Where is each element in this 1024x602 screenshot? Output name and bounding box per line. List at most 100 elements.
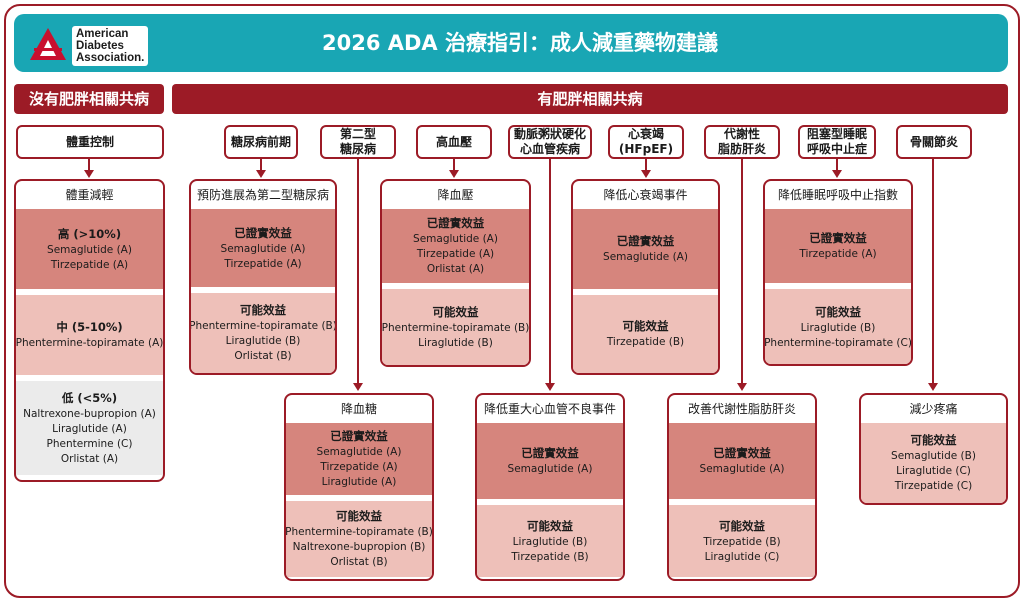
drug-item: Liraglutide (B) — [418, 336, 493, 349]
drug-item: Tirzepatide (A) — [416, 248, 495, 260]
section-heading: 可能效益 — [527, 518, 573, 533]
arrow-masld — [737, 159, 747, 391]
drug-item: Semaglutide (A) — [413, 233, 498, 245]
category-osteoarthritis: 骨關節炎 — [896, 125, 972, 159]
section-heading: 可能效益 — [815, 304, 861, 319]
section-heading: 可能效益 — [336, 509, 382, 523]
card-title: 降血壓 — [437, 188, 474, 202]
drug-item: Liraglutide (B) — [800, 321, 876, 334]
section-possible: 可能效益 Tirzepatide (B) Liraglutide (C) — [669, 505, 815, 577]
section-possible: 可能效益 Semaglutide (B) Liraglutide (C) Tir… — [861, 423, 1006, 503]
logo-line-1: American — [76, 28, 129, 40]
drug-item: Semaglutide (A) — [220, 242, 306, 255]
arrow-t2d — [353, 159, 363, 391]
category-masld: 代謝性 脂肪肝炎 — [704, 125, 780, 159]
ada-triangle-icon — [30, 28, 66, 60]
drug-item: Liraglutide (A) — [52, 422, 127, 435]
drug-item: Tirzepatide (B) — [511, 550, 589, 563]
section-proven: 已證實效益 Semaglutide (A) Tirzepatide (A) Li… — [286, 423, 432, 495]
outer-frame — [4, 4, 1020, 598]
card-title: 減少疼痛 — [909, 402, 958, 416]
card-title: 預防進展為第二型糖尿病 — [196, 188, 329, 202]
section-possible: 可能效益 Phentermine-topiramate (B) Liraglut… — [191, 293, 335, 373]
drug-item: Tirzepatide (A) — [224, 257, 302, 270]
category-osa: 阻塞型睡眠 呼吸中止症 — [798, 125, 876, 159]
section-possible: 可能效益 Liraglutide (B) Tirzepatide (B) — [477, 505, 623, 577]
card-title: 降血糖 — [340, 402, 377, 416]
section-heading: 已證實效益 — [521, 446, 579, 460]
section-heading: 可能效益 — [910, 433, 957, 447]
drug-item: Liraglutide (C) — [704, 550, 780, 563]
section-possible: 可能效益 Phentermine-topiramate (B) Liraglut… — [382, 289, 529, 365]
section-heading: 可能效益 — [240, 303, 286, 317]
card-pain: 減少疼痛 可能效益 Semaglutide (B) Liraglutide (C… — [859, 393, 1008, 505]
drug-item: Orlistat (B) — [234, 350, 292, 362]
category-hypertension: 高血壓 — [416, 125, 492, 159]
section-heading: 高 (>10%) — [57, 226, 122, 241]
drug-item: Tirzepatide (B) — [703, 535, 781, 548]
drug-item: Tirzepatide (A) — [320, 461, 398, 473]
drug-item: Phentermine-topiramate (A) — [15, 337, 164, 349]
card-weight-loss: 體重減輕 高 (>10%) Semaglutide (A) Tirzepatid… — [14, 179, 165, 482]
card-title: 降低心衰竭事件 — [603, 188, 688, 202]
category-ascvd: 動脈粥狀硬化 心血管疾病 — [508, 125, 592, 159]
no-comorbidity-bar: 沒有肥胖相關共病 — [14, 84, 164, 114]
section-possible: 可能效益 Liraglutide (B) Phentermine-topiram… — [765, 289, 911, 364]
section-proven: 已證實效益 Semaglutide (A) — [477, 423, 623, 499]
drug-item: Semaglutide (B) — [891, 450, 976, 462]
page-title: 2026 ADA 治療指引：成人減重藥物建議 — [321, 31, 718, 55]
card-prediabetes: 預防進展為第二型糖尿病 已證實效益 Semaglutide (A) Tirzep… — [189, 179, 337, 375]
section-possible: 可能效益 Phentermine-topiramate (B) Naltrexo… — [286, 501, 432, 577]
card-mace: 降低重大心血管不良事件 已證實效益 Semaglutide (A) 可能效益 L… — [475, 393, 625, 581]
drug-item: Liraglutide (C) — [896, 465, 971, 477]
section-high: 高 (>10%) Semaglutide (A) Tirzepatide (A) — [16, 209, 163, 289]
drug-item: Liraglutide (B) — [225, 335, 301, 347]
drug-item: Phentermine (C) — [46, 437, 133, 450]
section-proven: 已證實效益 Semaglutide (A) — [669, 423, 815, 499]
drug-item: Liraglutide (B) — [512, 535, 588, 548]
arrow-oa — [928, 159, 938, 391]
section-heading: 已證實效益 — [809, 231, 867, 245]
title-banner — [14, 14, 1008, 72]
card-hypertension: 降血壓 已證實效益 Semaglutide (A) Tirzepatide (A… — [380, 179, 531, 367]
category-t2d: 第二型 糖尿病 — [320, 125, 396, 159]
drug-item: Liraglutide (A) — [321, 476, 397, 488]
section-medium: 中 (5-10%) Phentermine-topiramate (A) — [16, 295, 163, 375]
logo-line-2: Diabetes — [76, 40, 124, 52]
ada-logo-overlay: American Diabetes Association. — [28, 22, 168, 66]
arrow-hf — [641, 159, 651, 178]
arrow-weight — [84, 159, 94, 178]
drug-item: Tirzepatide (B) — [606, 336, 685, 348]
drug-item: Naltrexone-bupropion (B) — [292, 541, 426, 553]
arrow-htn — [449, 159, 459, 178]
drug-item: Orlistat (B) — [330, 556, 388, 568]
section-heading: 可能效益 — [719, 518, 765, 533]
category-weight: 體重控制 — [16, 125, 164, 159]
card-masld: 改善代謝性脂肪肝炎 已證實效益 Semaglutide (A) 可能效益 Tir… — [667, 393, 817, 581]
drug-item: Orlistat (A) — [426, 263, 485, 275]
category-heart-failure: 心衰竭 (HFpEF) — [608, 125, 684, 159]
drug-item: Orlistat (A) — [60, 452, 119, 465]
category-prediabetes: 糖尿病前期 — [224, 125, 298, 159]
section-possible: 可能效益 Tirzepatide (B) — [573, 295, 718, 373]
drug-item: Phentermine-topiramate (B) — [189, 320, 337, 332]
drug-item: Naltrexone-bupropion (A) — [23, 407, 156, 420]
section-heading: 中 (5-10%) — [56, 320, 123, 334]
drug-item: Phentermine-topiramate (B) — [381, 321, 530, 334]
card-glucose: 降血糖 已證實效益 Semaglutide (A) Tirzepatide (A… — [284, 393, 434, 581]
drug-item: Tirzepatide (A) — [50, 258, 129, 271]
section-proven: 已證實效益 Semaglutide (A) — [573, 209, 718, 289]
section-proven: 已證實效益 Semaglutide (A) Tirzepatide (A) — [191, 209, 335, 287]
drug-item: Tirzepatide (C) — [894, 480, 973, 492]
comorbidity-bar: 有肥胖相關共病 — [172, 84, 1008, 114]
section-heading: 已證實效益 — [426, 216, 485, 230]
drug-item: Semaglutide (A) — [316, 446, 402, 458]
arrow-osa — [832, 159, 842, 178]
section-heading: 低 (<5%) — [61, 390, 118, 405]
card-title: 降低重大心血管不良事件 — [483, 402, 616, 416]
section-proven: 已證實效益 Tirzepatide (A) — [765, 209, 911, 283]
section-heading: 已證實效益 — [234, 225, 292, 240]
section-proven: 已證實效益 Semaglutide (A) Tirzepatide (A) Or… — [382, 209, 529, 283]
drug-item: Semaglutide (A) — [603, 251, 688, 263]
drug-item: Semaglutide (A) — [47, 243, 132, 256]
